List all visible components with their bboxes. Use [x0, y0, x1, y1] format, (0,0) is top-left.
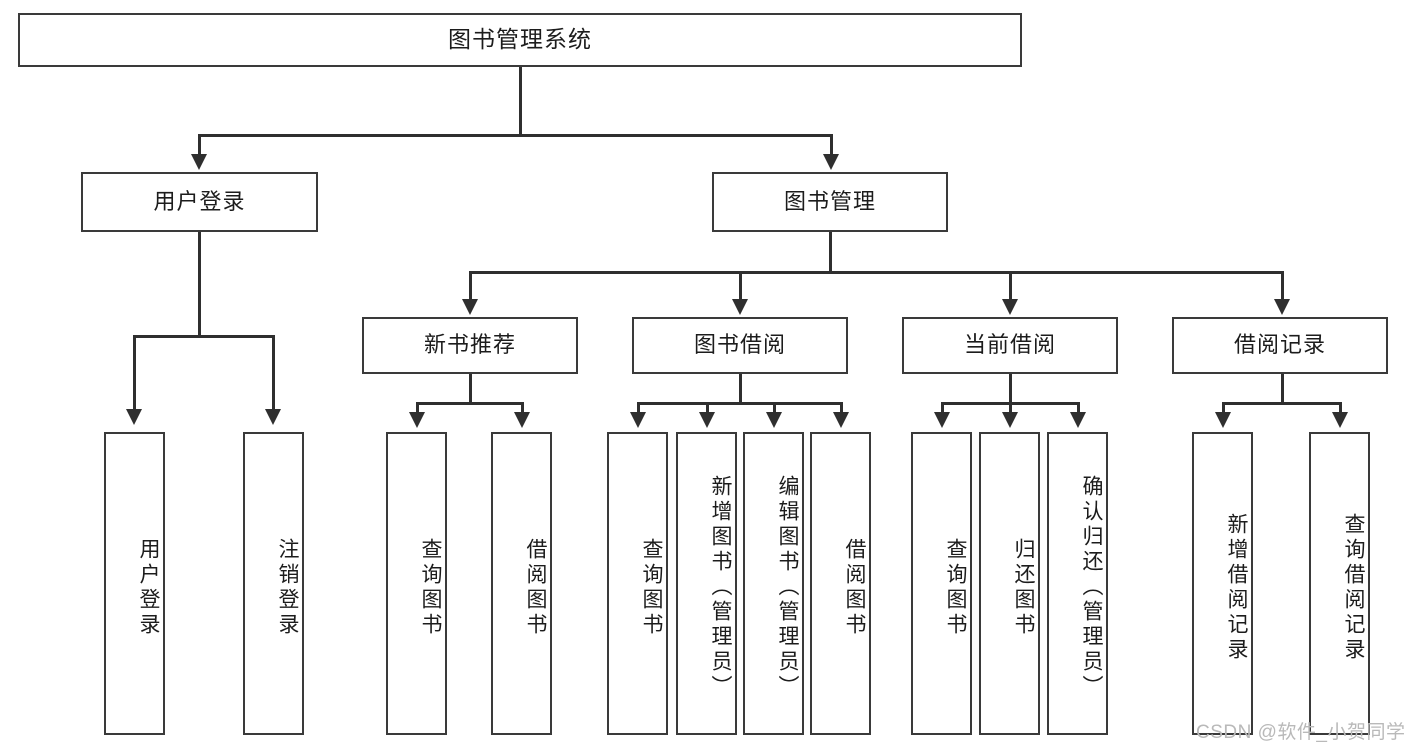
arrow-bm-to-current-borrow	[1002, 299, 1018, 315]
node-leaf-confirm-return[interactable]: 确认归还（管理员）	[1047, 432, 1108, 735]
arrow-br-leaf-2	[1332, 412, 1348, 428]
arrow-br-leaf-1	[1215, 412, 1231, 428]
node-leaf-query-book-2-label: 查询图书	[640, 537, 663, 638]
connector-bm-drop-2	[739, 271, 742, 301]
arrow-bm-to-borrow-record	[1274, 299, 1290, 315]
node-leaf-query-book-2[interactable]: 查询图书	[607, 432, 668, 735]
connector-nbr-stem	[469, 374, 472, 403]
connector-br-stem	[1281, 374, 1284, 403]
connector-nbr-bus	[416, 402, 524, 405]
node-leaf-borrow-book-1[interactable]: 借阅图书	[491, 432, 552, 735]
node-leaf-user-login[interactable]: 用户登录	[104, 432, 165, 735]
arrow-nbr-leaf-1	[409, 412, 425, 428]
arrow-user-login-leaf-1	[126, 409, 142, 425]
connector-bb-drop-4	[840, 402, 843, 414]
connector-nbr-drop-1	[416, 402, 419, 414]
connector-bb-drop-1	[637, 402, 640, 414]
arrow-user-login-leaf-2	[265, 409, 281, 425]
connector-nbr-drop-2	[521, 402, 524, 414]
node-leaf-edit-book-label: 编辑图书（管理员）	[776, 475, 799, 700]
node-book-management[interactable]: 图书管理	[712, 172, 948, 232]
connector-cb-drop-2	[1009, 402, 1012, 414]
csdn-watermark: CSDN @软件_小贺同学	[1196, 722, 1405, 743]
connector-root-stem	[519, 67, 522, 134]
node-current-borrow-label: 当前借阅	[963, 332, 1056, 358]
connector-bb-bus	[637, 402, 842, 405]
connector-user-login-drop-1	[133, 335, 136, 411]
node-leaf-add-record[interactable]: 新增借阅记录	[1192, 432, 1253, 735]
connector-book-management-stem	[829, 232, 832, 273]
node-leaf-borrow-book-2-label: 借阅图书	[843, 537, 866, 638]
node-current-borrow[interactable]: 当前借阅	[902, 317, 1118, 374]
node-leaf-user-logout-label: 注销登录	[276, 537, 299, 638]
node-user-login[interactable]: 用户登录	[81, 172, 318, 232]
connector-root-to-book-management	[830, 134, 833, 156]
arrow-cb-leaf-1	[934, 412, 950, 428]
node-leaf-query-book-3-label: 查询图书	[944, 537, 967, 638]
node-leaf-return-book[interactable]: 归还图书	[979, 432, 1040, 735]
connector-br-drop-1	[1222, 402, 1225, 414]
node-new-book-recommend-label: 新书推荐	[423, 332, 516, 358]
node-leaf-return-book-label: 归还图书	[1012, 537, 1035, 638]
connector-bm-drop-4	[1281, 271, 1284, 301]
connector-book-management-bus	[469, 271, 1283, 274]
node-leaf-edit-book[interactable]: 编辑图书（管理员）	[743, 432, 804, 735]
arrow-root-to-book-management	[823, 154, 839, 170]
arrow-bb-leaf-1	[630, 412, 646, 428]
arrow-nbr-leaf-2	[514, 412, 530, 428]
connector-cb-drop-1	[941, 402, 944, 414]
node-leaf-confirm-return-label: 确认归还（管理员）	[1080, 475, 1103, 700]
connector-bm-drop-3	[1009, 271, 1012, 301]
arrow-cb-leaf-3	[1070, 412, 1086, 428]
connector-user-login-drop-2	[272, 335, 275, 411]
arrow-cb-leaf-2	[1002, 412, 1018, 428]
node-borrow-record[interactable]: 借阅记录	[1172, 317, 1388, 374]
arrow-bm-to-new-book-recommend	[462, 299, 478, 315]
node-leaf-query-book-3[interactable]: 查询图书	[911, 432, 972, 735]
node-user-login-label: 用户登录	[153, 188, 246, 214]
connector-root-to-user-login	[198, 134, 201, 156]
node-leaf-add-record-label: 新增借阅记录	[1225, 512, 1248, 663]
node-leaf-query-record[interactable]: 查询借阅记录	[1309, 432, 1370, 735]
node-leaf-user-logout[interactable]: 注销登录	[243, 432, 304, 735]
node-leaf-add-book-label: 新增图书（管理员）	[709, 475, 732, 700]
connector-bb-drop-3	[773, 402, 776, 414]
node-leaf-user-login-label: 用户登录	[137, 537, 160, 638]
connector-user-login-stem	[198, 232, 201, 335]
node-book-borrow-label: 图书借阅	[693, 332, 786, 358]
node-borrow-record-label: 借阅记录	[1233, 332, 1326, 358]
connector-bm-drop-1	[469, 271, 472, 301]
node-leaf-borrow-book-1-label: 借阅图书	[524, 537, 547, 638]
arrow-bm-to-book-borrow	[732, 299, 748, 315]
connector-root-bus	[198, 134, 832, 137]
node-book-borrow[interactable]: 图书借阅	[632, 317, 848, 374]
connector-user-login-bus	[133, 335, 275, 338]
node-root-label: 图书管理系统	[448, 26, 592, 53]
arrow-root-to-user-login	[191, 154, 207, 170]
arrow-bb-leaf-3	[766, 412, 782, 428]
node-leaf-borrow-book-2[interactable]: 借阅图书	[810, 432, 871, 735]
connector-br-drop-2	[1339, 402, 1342, 414]
node-leaf-query-record-label: 查询借阅记录	[1342, 512, 1365, 663]
arrow-bb-leaf-2	[699, 412, 715, 428]
node-root[interactable]: 图书管理系统	[18, 13, 1022, 67]
arrow-bb-leaf-4	[833, 412, 849, 428]
node-leaf-query-book-1[interactable]: 查询图书	[386, 432, 447, 735]
connector-cb-stem	[1009, 374, 1012, 403]
node-leaf-add-book[interactable]: 新增图书（管理员）	[676, 432, 737, 735]
connector-bb-stem	[739, 374, 742, 403]
connector-br-bus	[1222, 402, 1342, 405]
connector-bb-drop-2	[706, 402, 709, 414]
connector-cb-drop-3	[1077, 402, 1080, 414]
node-book-management-label: 图书管理	[783, 188, 876, 214]
node-new-book-recommend[interactable]: 新书推荐	[362, 317, 578, 374]
node-leaf-query-book-1-label: 查询图书	[419, 537, 442, 638]
